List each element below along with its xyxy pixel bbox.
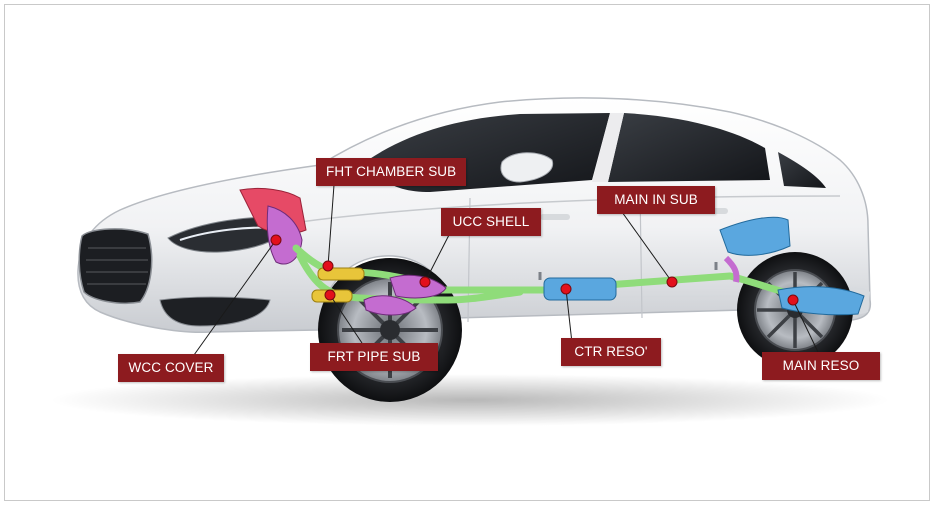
- pointer-dot-main-in-sub: [666, 276, 678, 288]
- pointer-dot-frt-pipe-sub: [324, 289, 336, 301]
- label-ucc-shell: UCC SHELL: [441, 208, 541, 236]
- label-main-in-sub: MAIN IN SUB: [597, 186, 715, 214]
- pointer-dot-fht-chamber-sub: [322, 260, 334, 272]
- pointer-dot-ctr-reso: [560, 283, 572, 295]
- pointer-dots: [270, 234, 799, 306]
- exhaust-system-icon: [239, 187, 865, 316]
- leader-lines: [193, 184, 819, 356]
- label-ctr-reso: CTR RESO': [561, 338, 661, 366]
- label-fht-chamber-sub: FHT CHAMBER SUB: [316, 158, 466, 186]
- car-shadow: [50, 374, 890, 426]
- pointer-dot-wcc-cover: [270, 234, 282, 246]
- label-wcc-cover: WCC COVER: [118, 354, 224, 382]
- label-main-reso: MAIN RESO: [762, 352, 880, 380]
- pointer-dot-ucc-shell: [419, 276, 431, 288]
- label-frt-pipe-sub: FRT PIPE SUB: [310, 343, 438, 371]
- pointer-dot-main-reso: [787, 294, 799, 306]
